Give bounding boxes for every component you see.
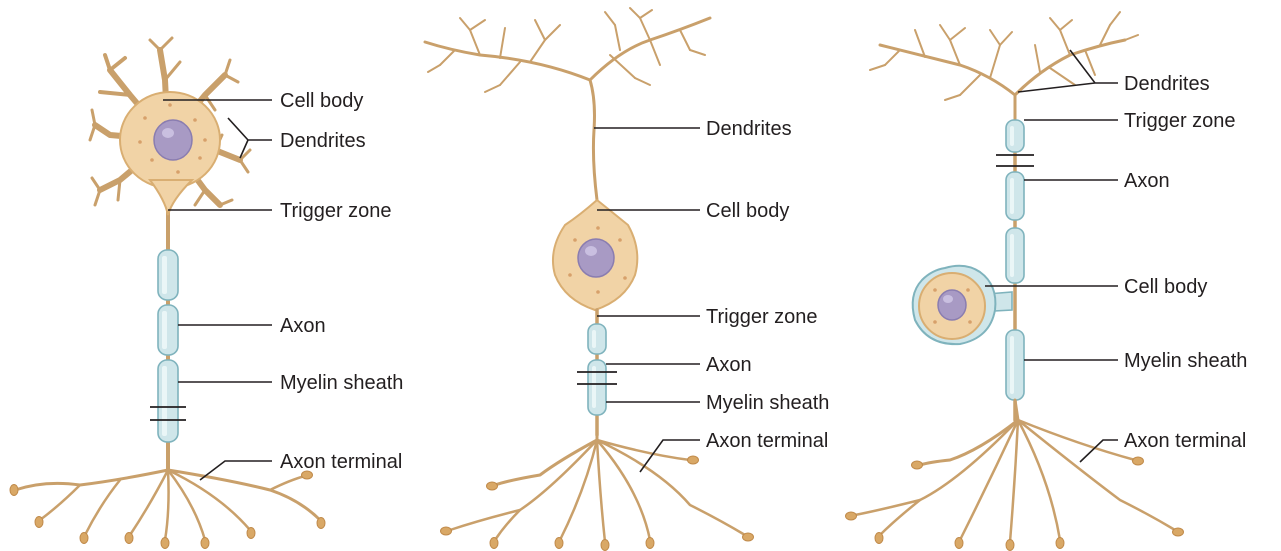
label-axon-terminal-2: Axon terminal xyxy=(706,430,828,452)
neuron-multipolar: Cell body Dendrites Trigger zone Axon My… xyxy=(10,38,403,549)
label-axon-terminal-3: Axon terminal xyxy=(1124,430,1246,452)
label-dendrites-2: Dendrites xyxy=(706,118,792,140)
label-myelin-sheath-3: Myelin sheath xyxy=(1124,350,1247,372)
label-dendrites-1: Dendrites xyxy=(280,130,366,152)
myelin-sheath-2 xyxy=(588,324,606,415)
label-cell-body-1: Cell body xyxy=(280,90,363,112)
axon-terminal-1 xyxy=(10,470,325,549)
label-trigger-zone-2: Trigger zone xyxy=(706,306,818,328)
nucleus-2 xyxy=(578,239,614,277)
label-myelin-sheath-2: Myelin sheath xyxy=(706,392,829,414)
label-trigger-zone-1: Trigger zone xyxy=(280,200,392,222)
nucleus-3 xyxy=(938,290,966,320)
dendrites-2 xyxy=(425,8,710,200)
neuron-bipolar: Dendrites Cell body Trigger zone Axon My… xyxy=(425,8,829,551)
label-axon-3: Axon xyxy=(1124,170,1170,192)
label-dendrites-3: Dendrites xyxy=(1124,73,1210,95)
neuron-pseudounipolar: Dendrites Trigger zone Axon Cell body My… xyxy=(846,12,1248,551)
label-axon-terminal-1: Axon terminal xyxy=(280,451,402,473)
label-cell-body-2: Cell body xyxy=(706,200,789,222)
myelin-sheath-1 xyxy=(158,250,178,442)
axon-terminal-3 xyxy=(846,400,1184,551)
label-myelin-sheath-1: Myelin sheath xyxy=(280,372,403,394)
label-cell-body-3: Cell body xyxy=(1124,276,1207,298)
label-axon-2: Axon xyxy=(706,354,752,376)
nucleus-1 xyxy=(154,120,192,160)
label-axon-1: Axon xyxy=(280,315,326,337)
label-trigger-zone-3: Trigger zone xyxy=(1124,110,1236,132)
dendrites-3 xyxy=(870,12,1138,125)
